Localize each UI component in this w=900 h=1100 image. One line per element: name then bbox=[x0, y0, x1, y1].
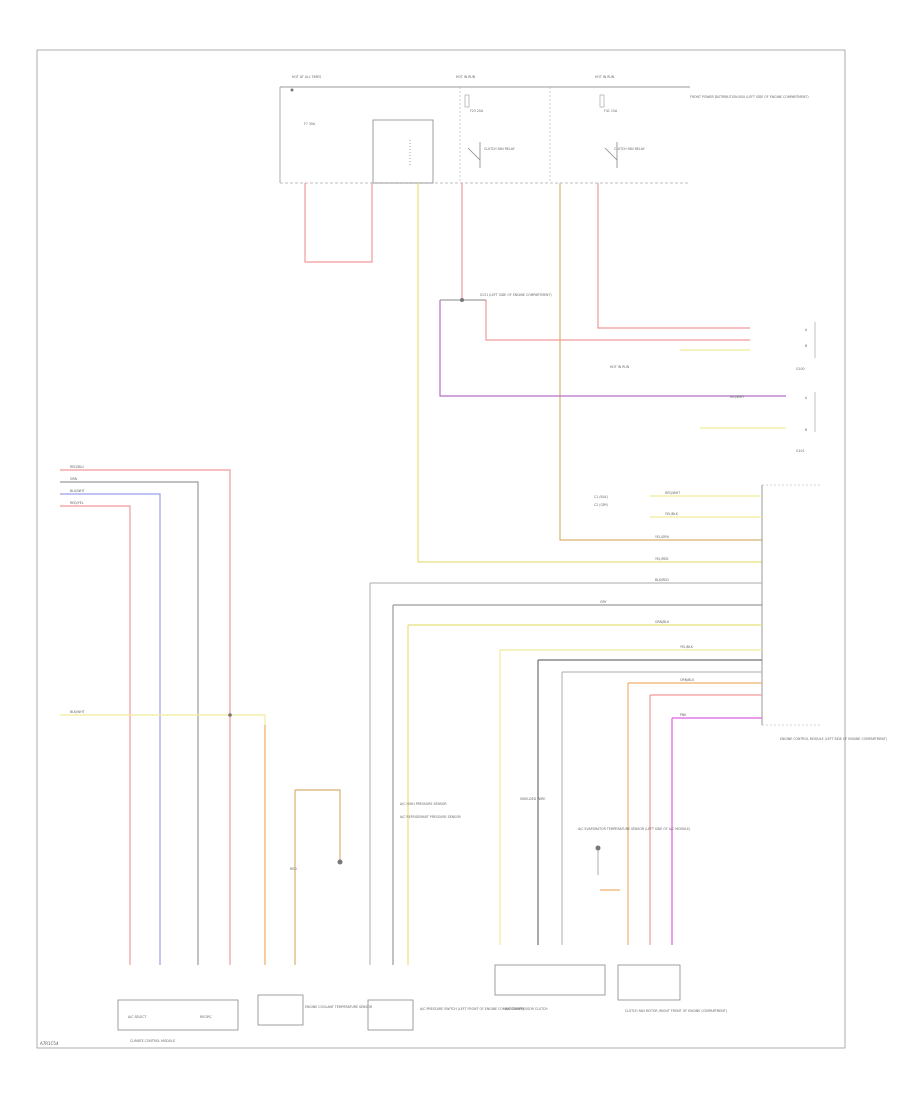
top-power-distribution-module: HOT AT ALL TIMES HOT IN RUN HOT IN RUN F… bbox=[279, 75, 809, 184]
header-hot-at-all-times: HOT AT ALL TIMES bbox=[292, 75, 321, 79]
clutch-temp-name: A/C EVAPORATOR TEMPERATURE SENSOR (LEFT … bbox=[578, 827, 690, 831]
hp-sensor-name: A/C HIGH PRESSURE SENSOR bbox=[400, 802, 447, 806]
wire-label-w14: YEL/GRN bbox=[655, 535, 669, 539]
wire-label-w16: ORN/BLK bbox=[680, 678, 695, 682]
engine-control-module: ENGINE CONTROL MODULE (LEFT SIDE OF ENGI… bbox=[594, 484, 887, 741]
splice-s131-label: S131 (LEFT SIDE OF ENGINE COMPARTMENT) bbox=[480, 293, 552, 297]
wire-label-w11: RED/YEL bbox=[70, 501, 84, 505]
right-connectors: A B A B bbox=[805, 322, 816, 432]
shielded-wire-label: SHIELDED WIRE bbox=[520, 797, 545, 801]
fuse-a-label: F7 30A bbox=[304, 122, 316, 126]
control-module-name: ENGINE CONTROL MODULE (LEFT SIDE OF ENGI… bbox=[780, 737, 887, 741]
thermostat-name: ENGINE COOLANT TEMPERATURE SENSOR bbox=[305, 1005, 373, 1009]
wire-label-w8: RED bbox=[290, 867, 297, 871]
relay-b-label: CLUTCH FAN RELAY bbox=[614, 147, 645, 151]
blower-switch-name: CLUTCH FAN MOTOR (RIGHT FRONT OF ENGINE … bbox=[625, 1009, 727, 1013]
top-wires bbox=[304, 183, 786, 563]
wire-label-w7: YEL/BLK bbox=[680, 645, 694, 649]
compressor-name: A/C COMPRESSOR CLUTCH bbox=[505, 1007, 548, 1011]
coolant-temp-sensor: ENGINE COOLANT TEMPERATURE SENSOR RED bbox=[257, 789, 373, 1026]
pressure-switch-name: A/C PRESSURE SWITCH (LEFT FRONT OF ENGIN… bbox=[420, 1007, 524, 1011]
wire-label-w4: RED/BLU bbox=[70, 465, 85, 469]
ecm-wire-labels: RED/WHT YEL/BLK YEL/GRN YEL/RED BLK/RED … bbox=[600, 491, 695, 717]
fuse-b-label: F23 20A bbox=[470, 109, 484, 113]
relay-a-label: CLUTCH FAN RELAY bbox=[484, 147, 515, 151]
wire-label-w10: BLU/WHT bbox=[70, 489, 85, 493]
svg-text:B: B bbox=[805, 344, 807, 348]
clutch-fan-motor: CLUTCH FAN MOTOR (RIGHT FRONT OF ENGINE … bbox=[617, 395, 744, 1013]
wire-label-w5: GRN bbox=[70, 477, 78, 481]
ground-g101-label: G101 bbox=[796, 449, 805, 453]
wire-label-w3: YEL/BLK bbox=[665, 512, 679, 516]
control-module-wires bbox=[369, 495, 762, 965]
conn-c2-label: C2 (GRY) bbox=[594, 503, 608, 507]
header-hot-in-run-c: HOT IN RUN bbox=[595, 75, 615, 79]
ground-g100-label: G100 bbox=[796, 367, 805, 371]
wire-label-w9: GRY bbox=[600, 600, 606, 604]
climate-control-panel: A/C SELECT RECIRC CLIMATE CONTROL MODULE… bbox=[60, 465, 266, 1043]
svg-text:A: A bbox=[805, 396, 808, 400]
wire-label-w13: GRN/BLK bbox=[655, 620, 670, 624]
svg-text:A: A bbox=[805, 328, 808, 332]
evaporator-sensor: A/C EVAPORATOR TEMPERATURE SENSOR (LEFT … bbox=[520, 797, 690, 891]
climate-label-b: RECIRC bbox=[200, 1015, 212, 1019]
climate-panel-name: CLIMATE CONTROL MODULE bbox=[130, 1039, 175, 1043]
pressure-switch: A/C HIGH PRESSURE SENSOR A/C REFRIGERANT… bbox=[367, 802, 524, 1031]
diagram-frame bbox=[36, 49, 846, 1049]
wire-label-w2: BLK/WHT bbox=[70, 710, 85, 714]
svg-text:B: B bbox=[805, 428, 807, 432]
wire-label-w15: BLK/RED bbox=[655, 578, 669, 582]
diagram-ref: A7R1C54 bbox=[40, 1041, 59, 1046]
conn-c1-label: C1 (BLK) bbox=[594, 495, 608, 499]
hot-in-run-label: HOT IN RUN bbox=[610, 365, 630, 369]
wire-label-w1: RED/WHT bbox=[665, 491, 680, 495]
climate-label-a: A/C SELECT bbox=[128, 1015, 147, 1019]
hp-sensor-ref: A/C REFRIGERANT PRESSURE SENSOR bbox=[400, 815, 462, 819]
ac-compressor: A/C COMPRESSOR CLUTCH bbox=[494, 964, 606, 1011]
fuse-c-label: F41 15A bbox=[604, 109, 618, 113]
wire-label-w6: VIO/WHT bbox=[730, 395, 744, 399]
header-hot-in-run-b: HOT IN RUN bbox=[456, 75, 476, 79]
top-module-name: FRONT POWER DISTRIBUTION BOX (LEFT SIDE … bbox=[690, 95, 809, 99]
wire-label-w17: PNK bbox=[680, 713, 687, 717]
wire-label-w12: YEL/RED bbox=[655, 557, 669, 561]
